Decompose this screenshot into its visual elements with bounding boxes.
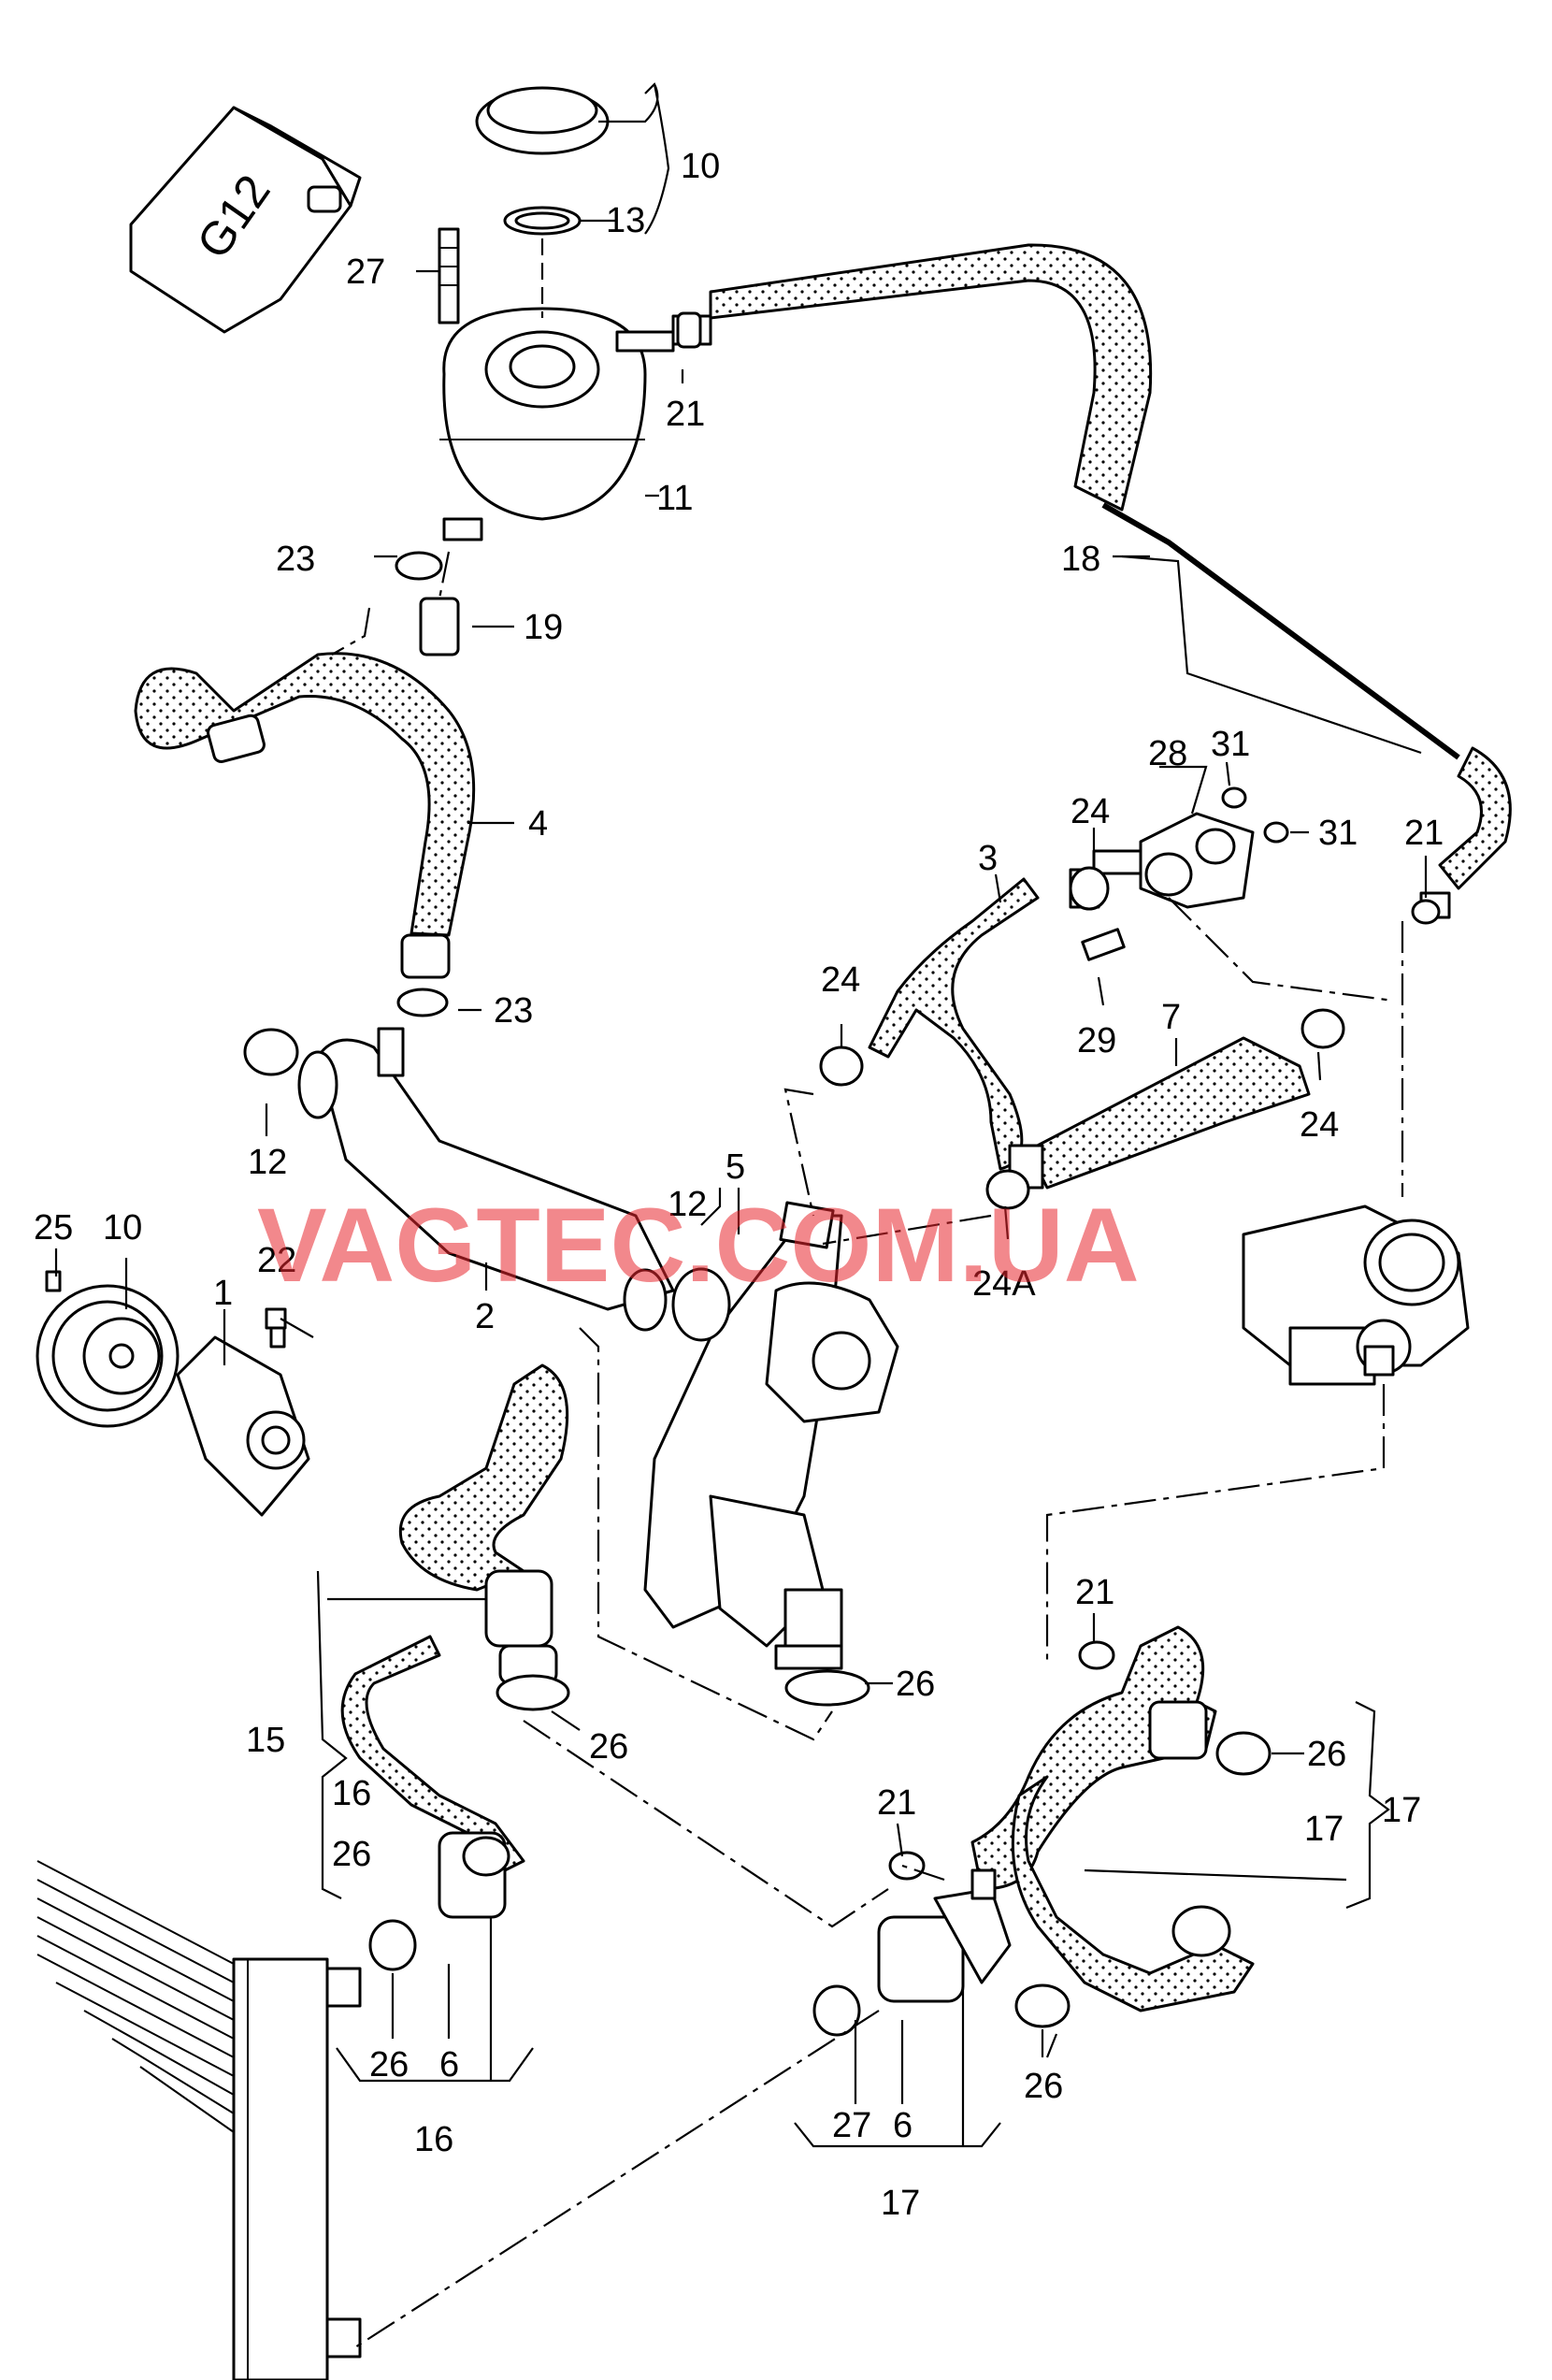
callout-12: 12 [668,1185,707,1224]
hose-14-illustration [970,1625,1255,2012]
callout-26-lower-left: 26 [332,1835,371,1874]
callout-24-left: 24 [821,960,860,1000]
callout-26-lower-right: 26 [1024,2067,1063,2106]
radiator-illustration [36,1860,362,2380]
coolant-canister-illustration: G12 [129,106,362,334]
callout-7: 7 [1161,998,1181,1037]
callout-16-left: 16 [332,1774,371,1813]
callout-9: 11 [656,479,693,518]
callout-29: 28 [1148,734,1187,773]
watermark: VAGTEC.COM.UA [257,1187,1140,1304]
connector-17-illustration [812,1868,1012,2037]
callout-6-right: 6 [893,2106,913,2145]
callout-21-top: 21 [666,395,705,434]
callout-5: 5 [726,1147,745,1187]
callout-24a: 24A [972,1264,1036,1304]
filler-cap-illustration [475,86,610,236]
throttle-body-illustration [1242,1204,1470,1386]
callout-24-right: 24 [1300,1105,1339,1145]
callout-23-top: 23 [276,540,315,579]
hose-3-illustration [868,868,1100,1171]
leader-lines [54,82,1428,2148]
callout-31-top: 31 [1211,725,1250,764]
callout-26-thermo: 26 [896,1665,935,1704]
callout-23-mid: 23 [494,991,533,1031]
water-pump-illustration [36,1270,310,1517]
callout-3: 3 [978,839,998,878]
bleeder-screw-illustration [438,227,460,325]
callout-10: 10 [103,1208,142,1248]
callout-19: 19 [524,608,563,647]
hose-clamps-illustration [265,311,1441,2028]
expansion-tank-illustration [439,238,675,541]
callout-15: 15 [246,1721,285,1760]
callout-labels: 10 13 27 21 11 23 19 18 4 23 12 2 3 24 2… [34,147,1444,2223]
valve-29-illustration [1081,786,1289,961]
callout-30: 29 [1077,1021,1116,1060]
connection-lines [331,551,1404,2348]
callout-27-right: 27 [832,2106,871,2145]
hose-18-illustration [671,243,1512,919]
thermostat-housing-illustration [643,1201,899,1670]
callout-26-right: 26 [1307,1735,1346,1774]
callout-11: 12 [248,1143,287,1182]
callout-31-right: 31 [1318,814,1358,853]
callout-21-lower-right: 21 [1075,1573,1114,1612]
callout-2: 2 [475,1297,495,1336]
coolant-pipe-2-illustration [243,1027,675,1332]
callout-22: 22 [257,1241,296,1280]
callout-18: 18 [1061,540,1100,579]
callout-17-right: 17 [1304,1810,1344,1849]
callout-27-left: 26 [369,2045,409,2084]
callout-6-left: 6 [439,2045,459,2084]
callout-4: 4 [528,804,548,844]
callout-13: 13 [606,201,645,240]
callout-25: 25 [34,1208,73,1248]
callout-24-upper: 24 [1071,792,1110,831]
hose-15-illustration [398,1363,569,1685]
callout-21-lower: 21 [877,1783,916,1823]
callout-14: 17 [1382,1791,1421,1830]
callout-26-left: 26 [589,1727,628,1767]
hose-4-illustration [134,652,476,979]
callout-21-right: 21 [1404,814,1444,853]
hose-7-illustration [1008,1036,1311,1190]
callout-1: 1 [213,1274,233,1313]
callout-17-bottom: 17 [881,2184,920,2223]
callout-16-bottom: 16 [414,2120,453,2159]
callout-8: 10 [681,147,720,186]
callout-28: 27 [346,252,385,292]
